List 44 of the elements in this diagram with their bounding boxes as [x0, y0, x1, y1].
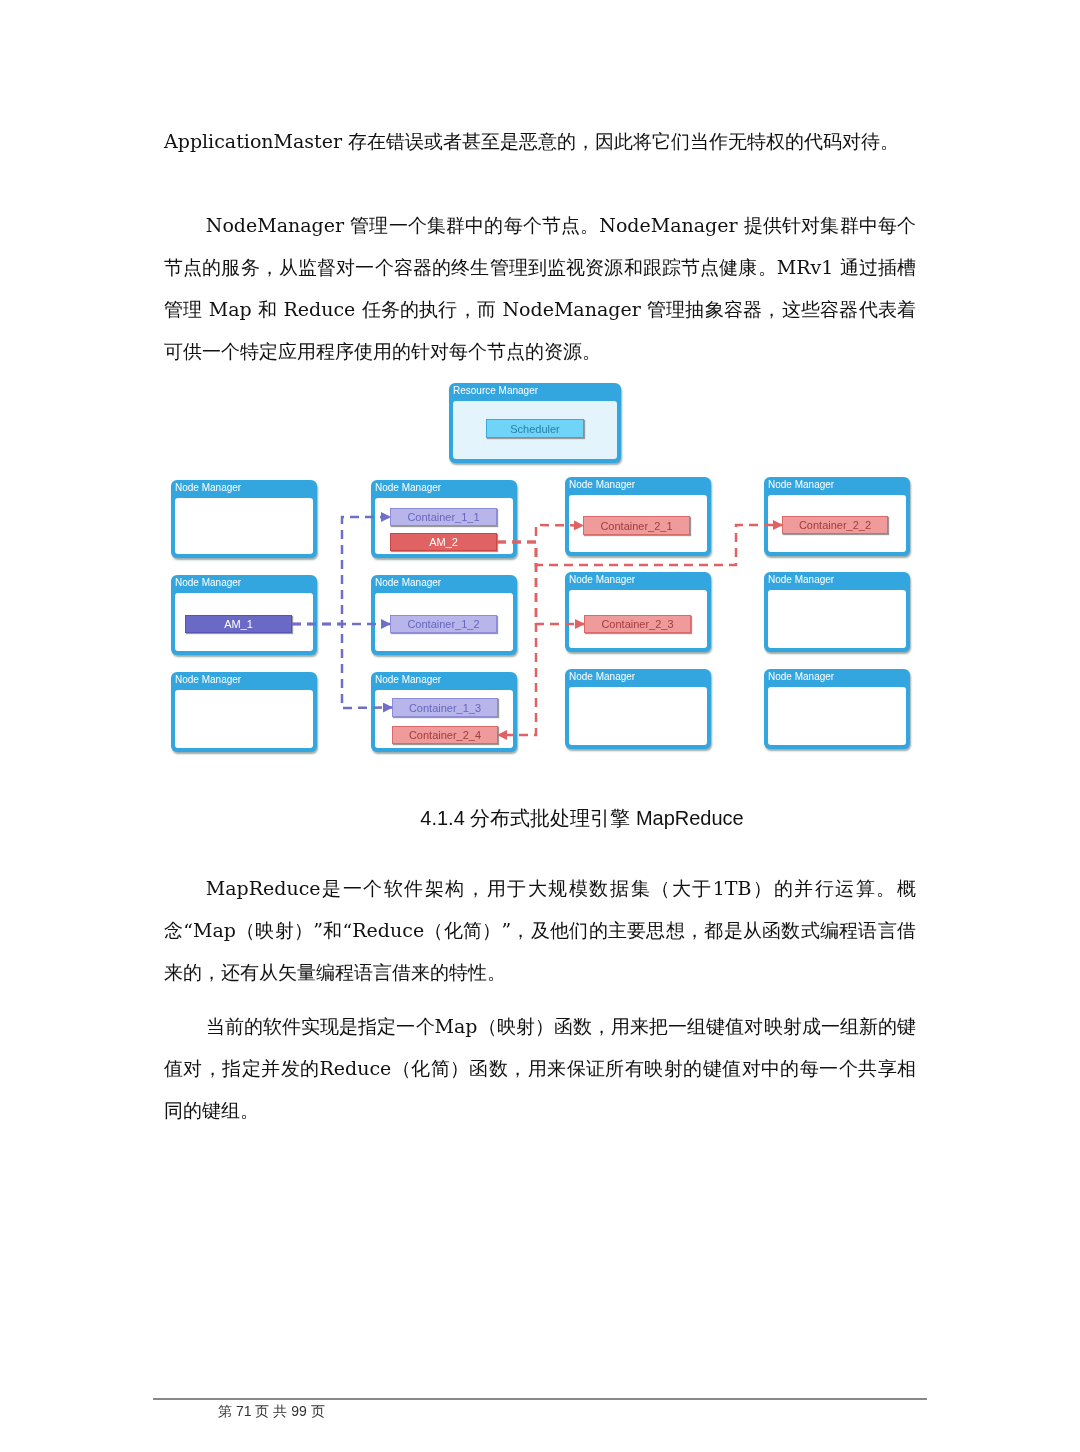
paragraph: MapReduce是一个软件架构，用于大规模数据集（大于1TB）的并行运算。概念“Map（映射）”和“Reduce（化简）”，及他们的主要思想，都是从函数式编程语言借来的，还有从矢量编程语言借来的特性。 — [164, 876, 916, 985]
box-heading: Node Manager — [768, 574, 835, 585]
box-heading: Node Manager — [375, 577, 442, 588]
page-footer: 第 71 页 共 99 页 — [218, 1401, 325, 1421]
node-manager-box — [764, 477, 910, 556]
box-heading: Node Manager — [768, 671, 835, 682]
box-heading: Node Manager — [175, 674, 242, 685]
box-heading: Node Manager — [375, 674, 442, 685]
container-box: Container_1_2 — [390, 615, 497, 633]
node-manager-box — [371, 575, 517, 655]
paragraph: 当前的软件实现是指定一个Map（映射）函数，用来把一组键值对映射成一组新的键值对，指定并发的Reduce（化简）函数，用来保证所有映射的键值对中的每一个共享相同的键组。 — [164, 1014, 916, 1123]
resource-manager-box — [449, 383, 621, 463]
node-manager-box — [565, 572, 711, 652]
node-manager-box — [764, 572, 910, 652]
container-box: Container_2_1 — [583, 516, 690, 535]
box-heading: Node Manager — [569, 574, 636, 585]
node-manager-box — [371, 672, 517, 752]
container-box: Container_2_2 — [782, 516, 888, 534]
container-box: Container_2_4 — [392, 726, 498, 744]
box-heading: Node Manager — [569, 671, 636, 682]
node-manager-box — [565, 477, 711, 556]
node-manager-box — [171, 575, 317, 655]
application-master-box: AM_1 — [185, 615, 292, 633]
paragraph: ApplicationMaster 存在错误或者甚至是恶意的，因此将它们当作无特权的代码对待。 — [164, 129, 901, 154]
container-box: Container_2_3 — [584, 615, 691, 633]
container-box: Container_1_1 — [390, 508, 497, 526]
node-manager-box — [371, 480, 517, 558]
paragraph: NodeManager 管理一个集群中的每个节点。NodeManager 提供针对集群中每个节点的服务，从监督对一个容器的终生管理到监视资源和跟踪节点健康。MRv1 通过插槽管理 Map 和 Reduce 任务的执行，而 NodeManager 管理抽象容器，这些容器代表着可供一个特定应用程序使用的针对每个节点的资源。 — [164, 213, 916, 364]
node-manager-box — [764, 669, 910, 749]
node-manager-box — [171, 480, 317, 558]
scheduler-box: Scheduler — [486, 419, 584, 438]
arrow — [497, 540, 538, 740]
box-heading: Node Manager — [175, 577, 242, 588]
section-heading: 4.1.4 分布式批处理引擎 MapReduce — [419, 806, 745, 831]
container-box: Container_1_3 — [392, 698, 498, 717]
node-manager-box — [565, 669, 711, 749]
box-heading: Node Manager — [375, 482, 442, 493]
arrow — [292, 622, 393, 713]
box-heading: Node Manager — [175, 482, 242, 493]
box-heading: Node Manager — [569, 479, 636, 490]
application-master-box: AM_2 — [390, 533, 497, 551]
box-heading: Node Manager — [768, 479, 835, 490]
node-manager-box — [171, 672, 317, 752]
box-heading: Resource Manager — [453, 385, 539, 396]
